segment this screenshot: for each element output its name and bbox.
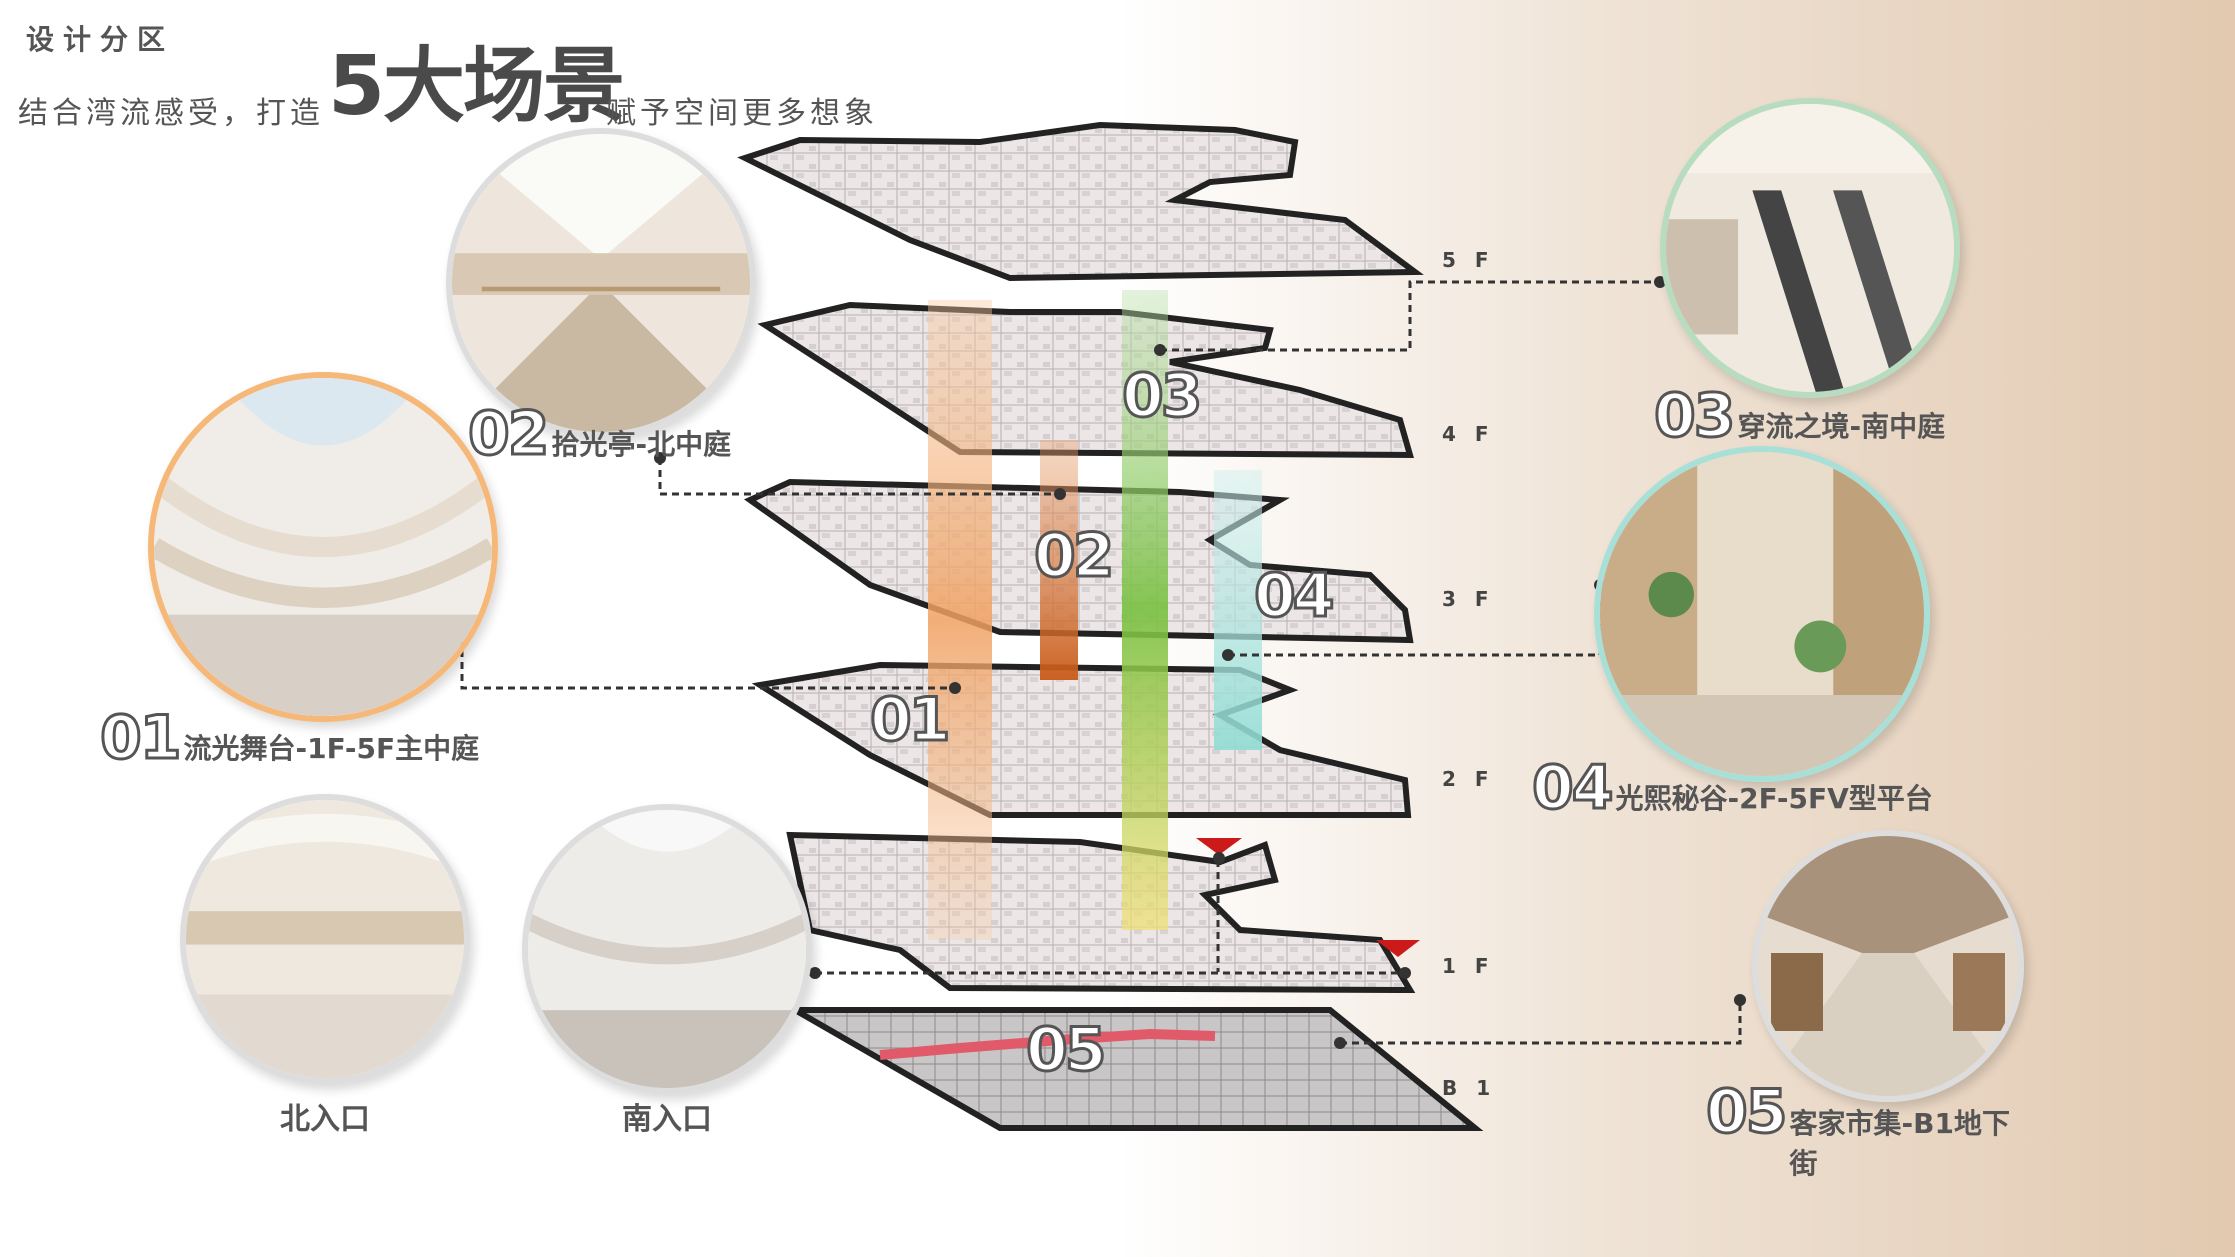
scene-number: 01	[99, 703, 183, 773]
entrance-marker-north	[1376, 940, 1420, 957]
floor-plan-4f	[757, 301, 1414, 459]
scene-label-zone04: 04 光熙秘谷-2F-5FV型平台	[1531, 753, 1933, 823]
scene-label-zone01: 01 流光舞台-1F-5F主中庭	[99, 703, 480, 773]
floor-plan-b1	[783, 1007, 1484, 1131]
scene-label-zone02: 02 拾光亭-北中庭	[467, 399, 732, 469]
photo-zone02	[446, 128, 756, 438]
scene-number: 05	[1705, 1077, 1789, 1147]
zone-number-03: 03	[1121, 361, 1204, 431]
floor-label-b1: B 1	[1442, 1076, 1497, 1100]
tagline-suffix: 赋予空间更多想象	[606, 96, 878, 131]
tagline-prefix: 结合湾流感受，打造	[18, 96, 324, 131]
scene-label-zone03: 03 穿流之境-南中庭	[1653, 381, 1946, 451]
connector-zone05	[1340, 1000, 1742, 1045]
tagline-highlight: 5大场景	[328, 39, 625, 134]
scene-number: 02	[467, 399, 551, 469]
floor-plan-1f	[786, 831, 1416, 994]
zone-number-04: 04	[1253, 561, 1336, 631]
connector-zone01	[460, 626, 955, 690]
floor-plan-5f	[737, 121, 1424, 282]
section-title: 设计分区	[26, 23, 175, 56]
scene-number: 03	[1653, 381, 1737, 451]
south-entrance-label: 南入口	[622, 1102, 712, 1137]
photo-zone05	[1752, 830, 2024, 1102]
north-entrance-label: 北入口	[280, 1102, 370, 1137]
scene-title: 拾光亭-北中庭	[551, 428, 732, 461]
scene-number: 04	[1531, 753, 1615, 823]
entrance-marker-south	[1196, 838, 1242, 855]
zone-number-05: 05	[1025, 1015, 1108, 1085]
floor-label-2f: 2 F	[1442, 767, 1495, 791]
scene-title: 流光舞台-1F-5F主中庭	[183, 732, 480, 765]
photo-zone03	[1660, 98, 1960, 398]
zone-number-02: 02	[1033, 521, 1116, 591]
scene-title: 穿流之境-南中庭	[1737, 410, 1946, 443]
photo-zone01	[148, 372, 498, 722]
scene-label-zone05: 05 客家市集-B1地下街	[1705, 1077, 2030, 1182]
photo-south-entrance	[522, 804, 812, 1094]
connector-zone03	[1160, 280, 1660, 352]
zone-number-01: 01	[869, 685, 952, 755]
floor-label-4f: 4 F	[1442, 422, 1495, 446]
floor-label-1f: 1 F	[1442, 954, 1495, 978]
shaft-zone01	[928, 300, 992, 940]
floor-label-5f: 5 F	[1442, 248, 1495, 272]
floor-plan-2f	[751, 661, 1412, 818]
photo-north-entrance	[180, 794, 470, 1084]
scene-title: 光熙秘谷-2F-5FV型平台	[1615, 782, 1933, 815]
floor-label-3f: 3 F	[1442, 587, 1495, 611]
scene-title: 客家市集-B1地下街	[1789, 1107, 2010, 1180]
photo-zone04	[1594, 446, 1930, 782]
